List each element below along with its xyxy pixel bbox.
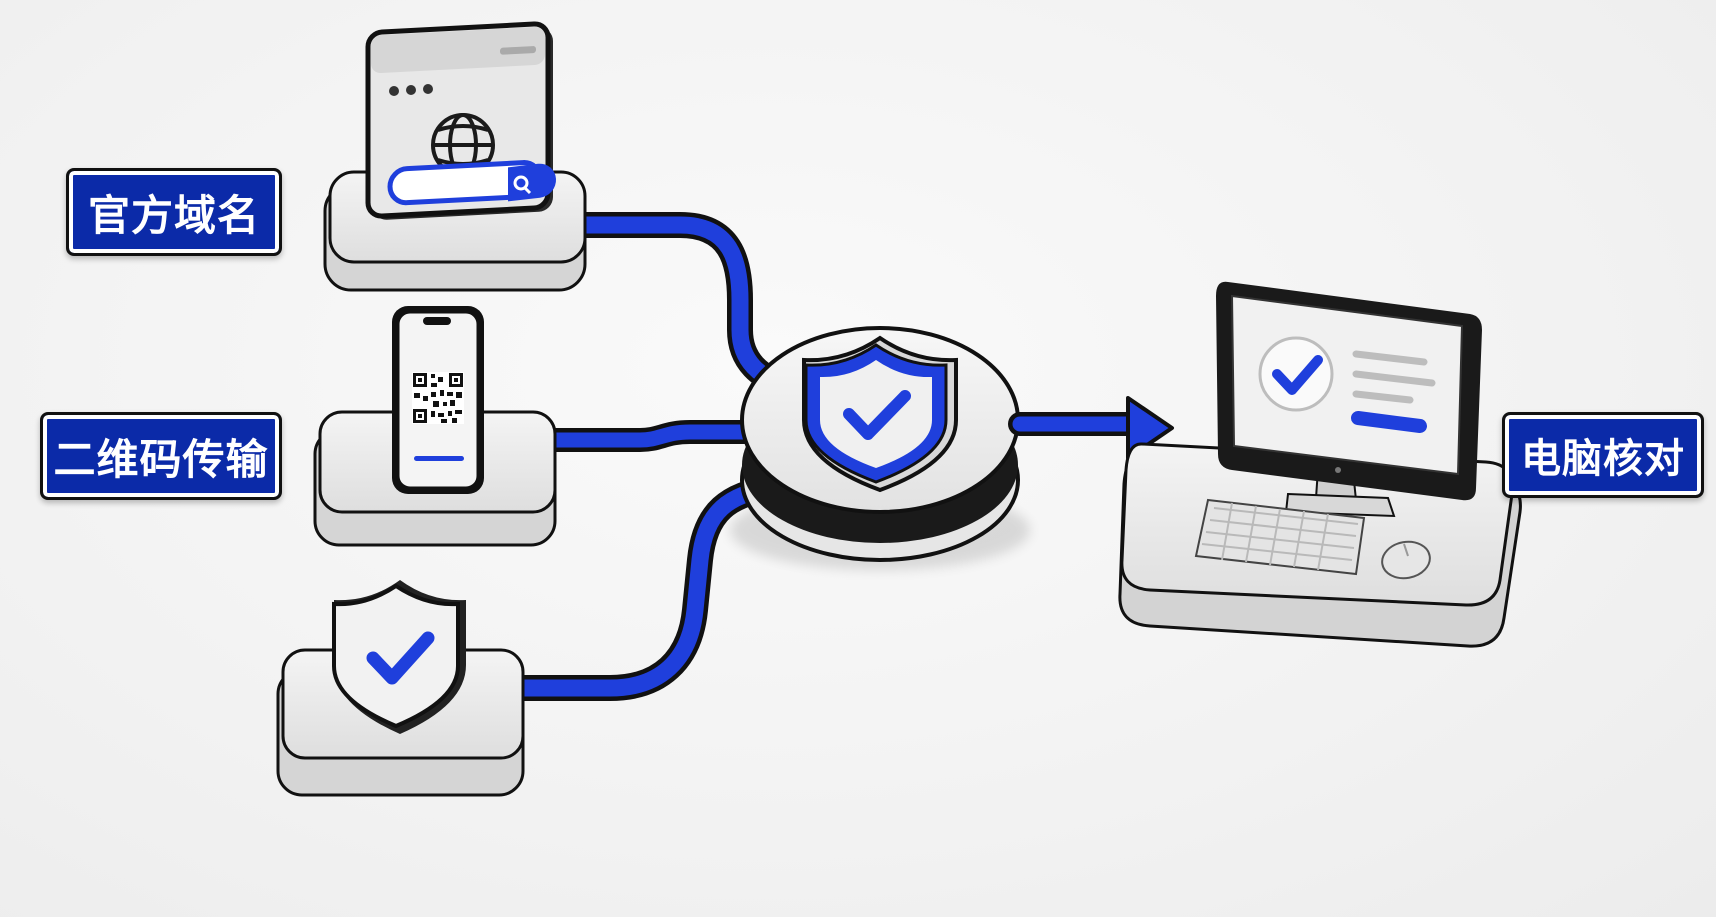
label-computer-check: 电脑核对 (1502, 412, 1704, 498)
qr-code-icon (412, 372, 464, 424)
search-icon (513, 175, 532, 195)
mouse-icon (1381, 540, 1431, 580)
label-official-domain: 官方域名 (66, 168, 282, 256)
keyboard-icon (1194, 498, 1366, 576)
desktop-computer-check-icon (1194, 281, 1482, 580)
phone-qr-code-icon (392, 306, 484, 494)
browser-window-globe-search-icon (365, 21, 556, 220)
shield-check-icon (332, 580, 466, 734)
shield-check-hub-icon (802, 335, 958, 493)
label-qr-transfer: 二维码传输 (40, 412, 282, 500)
